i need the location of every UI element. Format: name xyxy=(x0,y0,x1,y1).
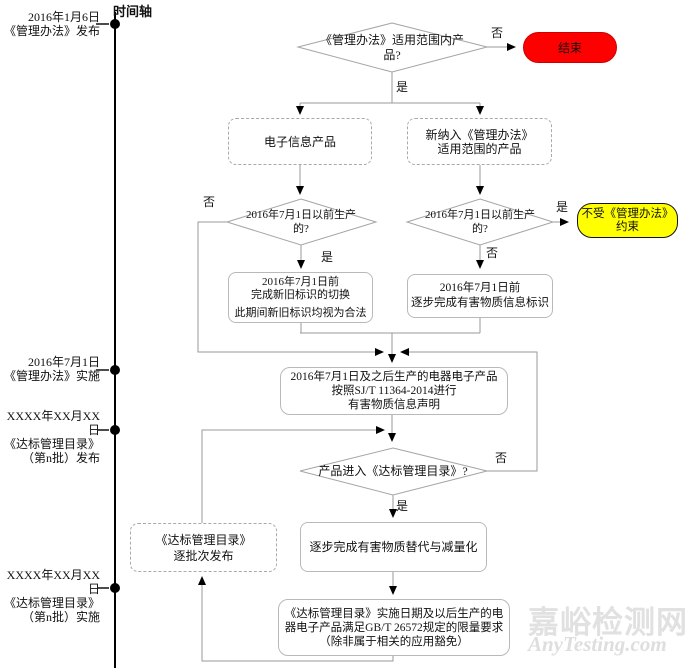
box-text-line: 按照SJ/T 11364-2014进行 xyxy=(331,385,457,397)
box-text-line: 器电子产品满足GB/T 26572规定的限量要求 xyxy=(284,621,504,634)
decision-before-right-shape xyxy=(405,198,555,246)
milestone-line: 《达标管理目录》 xyxy=(3,596,100,610)
flow-connectors xyxy=(197,43,569,662)
timeline-dot xyxy=(110,425,120,435)
milestone-line: 2016年1月6日 xyxy=(27,10,100,24)
edge-label-yes: 是 xyxy=(556,200,569,214)
timeline-axis-label: 时间轴 xyxy=(113,4,153,19)
box-text-line: 《达标管理目录》实施日期及以后生产的电 xyxy=(284,607,504,620)
box-catalog-batches: 《达标管理目录》 逐批次发布 xyxy=(130,523,277,572)
box-text-line: 电子信息产品 xyxy=(263,134,336,149)
box-text-line: （除非属于相关的应用豁免） xyxy=(319,635,469,648)
box-text-line: 有害物质信息声明 xyxy=(348,399,440,411)
decision-shapes xyxy=(225,22,555,496)
box-text-line: 逐批次发布 xyxy=(173,548,234,563)
box-hazard-info-label: 2016年7月1日前 逐步完成有害物质信息标识 xyxy=(407,274,553,318)
milestone-line: XXXX年XX月XX日 xyxy=(6,568,100,596)
edge-label-no: 否 xyxy=(203,195,216,209)
box-hazard-declaration: 2016年7月1日及之后生产的电器电子产品 按照SJ/T 11364-2014进… xyxy=(280,367,508,415)
decision-text-line: 产品进入《达标管理目录》? xyxy=(318,463,468,478)
timeline-dot xyxy=(110,19,120,29)
decision-text-line: 品? xyxy=(383,48,401,62)
decision-scope-shape xyxy=(296,22,488,73)
terminator-exempt-line: 约束 xyxy=(616,220,639,233)
edge-label-yes: 是 xyxy=(396,80,409,94)
edge-label-yes: 是 xyxy=(396,499,409,513)
box-text-line: 2016年7月1日前 xyxy=(262,275,339,288)
edge-label-no: 否 xyxy=(495,451,508,465)
decision-text-line: 的? xyxy=(472,223,488,235)
terminator-end-label: 结束 xyxy=(557,40,582,55)
milestone-line: 《达标管理目录》 xyxy=(3,437,100,451)
box-text-line: 完成新旧标识的切换 xyxy=(251,288,350,301)
decision-text-line: 的? xyxy=(293,223,309,235)
milestone-catalog-effective: XXXX年XX月XX日 《达标管理目录》 （第n批）实施 xyxy=(0,568,100,624)
milestone-line: XXXX年XX月XX日 xyxy=(6,409,100,437)
edge-label-no: 否 xyxy=(491,26,504,40)
watermark-brand: 嘉峪检测网 xyxy=(528,605,685,640)
milestone-line: 2016年7月1日 xyxy=(27,355,100,369)
box-text-line: 适用范围的产品 xyxy=(437,141,522,156)
milestone-measures-effective: 2016年7月1日 《管理办法》实施 xyxy=(0,355,100,383)
decision-before-right-text: 2016年7月1日以前生产 的? xyxy=(406,204,554,240)
decision-text-line: 2016年7月1日以前生产 xyxy=(246,209,356,221)
box-text-line: 2016年7月1日及之后生产的电器电子产品 xyxy=(290,371,498,383)
decision-text-line: 2016年7月1日以前生产 xyxy=(425,209,535,221)
decision-catalog-shape xyxy=(299,447,488,496)
terminator-exempt: 不受《管理办法》 约束 xyxy=(577,203,678,238)
milestone-line: （第n批）实施 xyxy=(21,610,100,624)
edge-label-no: 否 xyxy=(486,246,499,260)
box-label-switch: 2016年7月1日前 完成新旧标识的切换 此期间新旧标识均视为合法 xyxy=(228,272,373,323)
timeline-axis xyxy=(96,12,120,668)
terminator-end: 结束 xyxy=(523,32,617,63)
decision-scope-text: 《管理办法》适用范围内产 品? xyxy=(307,30,477,66)
milestone-line: 《管理办法》发布 xyxy=(3,24,100,38)
terminator-exempt-line: 不受《管理办法》 xyxy=(581,207,674,220)
box-text-line: 逐步完成有害物质信息标识 xyxy=(411,297,549,309)
box-substitution-reduction: 逐步完成有害物质替代与减量化 xyxy=(300,522,487,572)
milestone-measures-published: 2016年1月6日 《管理办法》发布 xyxy=(0,10,100,38)
decision-before-left-shape xyxy=(225,198,378,246)
decision-catalog-text: 产品进入《达标管理目录》? xyxy=(302,463,484,479)
box-text-line: 逐步完成有害物质替代与减量化 xyxy=(309,540,478,554)
box-text-line: 2016年7月1日前 xyxy=(439,282,521,294)
milestone-catalog-published: XXXX年XX月XX日 《达标管理目录》 （第n批）发布 xyxy=(0,409,100,465)
box-text-line: 此期间新旧标识均视为合法 xyxy=(234,306,367,319)
timeline-dot xyxy=(110,365,120,375)
box-newly-included-products: 新纳入《管理办法》 适用范围的产品 xyxy=(407,118,552,165)
edge-label-yes: 是 xyxy=(321,250,334,264)
watermark-site: AnyTesting.com xyxy=(528,632,667,656)
decision-before-left-text: 2016年7月1日以前生产 的? xyxy=(226,204,376,240)
milestone-line: 《管理办法》实施 xyxy=(3,369,100,383)
box-text-line: 新纳入《管理办法》 xyxy=(425,127,534,142)
decision-text-line: 《管理办法》适用范围内产 xyxy=(319,33,464,47)
box-electronic-info-products: 电子信息产品 xyxy=(228,118,372,165)
milestone-line: （第n批）发布 xyxy=(21,451,100,465)
box-text-line: 《达标管理目录》 xyxy=(155,532,252,547)
box-limit-requirements: 《达标管理目录》实施日期及以后生产的电 器电子产品满足GB/T 26572规定的… xyxy=(278,599,510,656)
timeline-dot xyxy=(110,583,120,593)
